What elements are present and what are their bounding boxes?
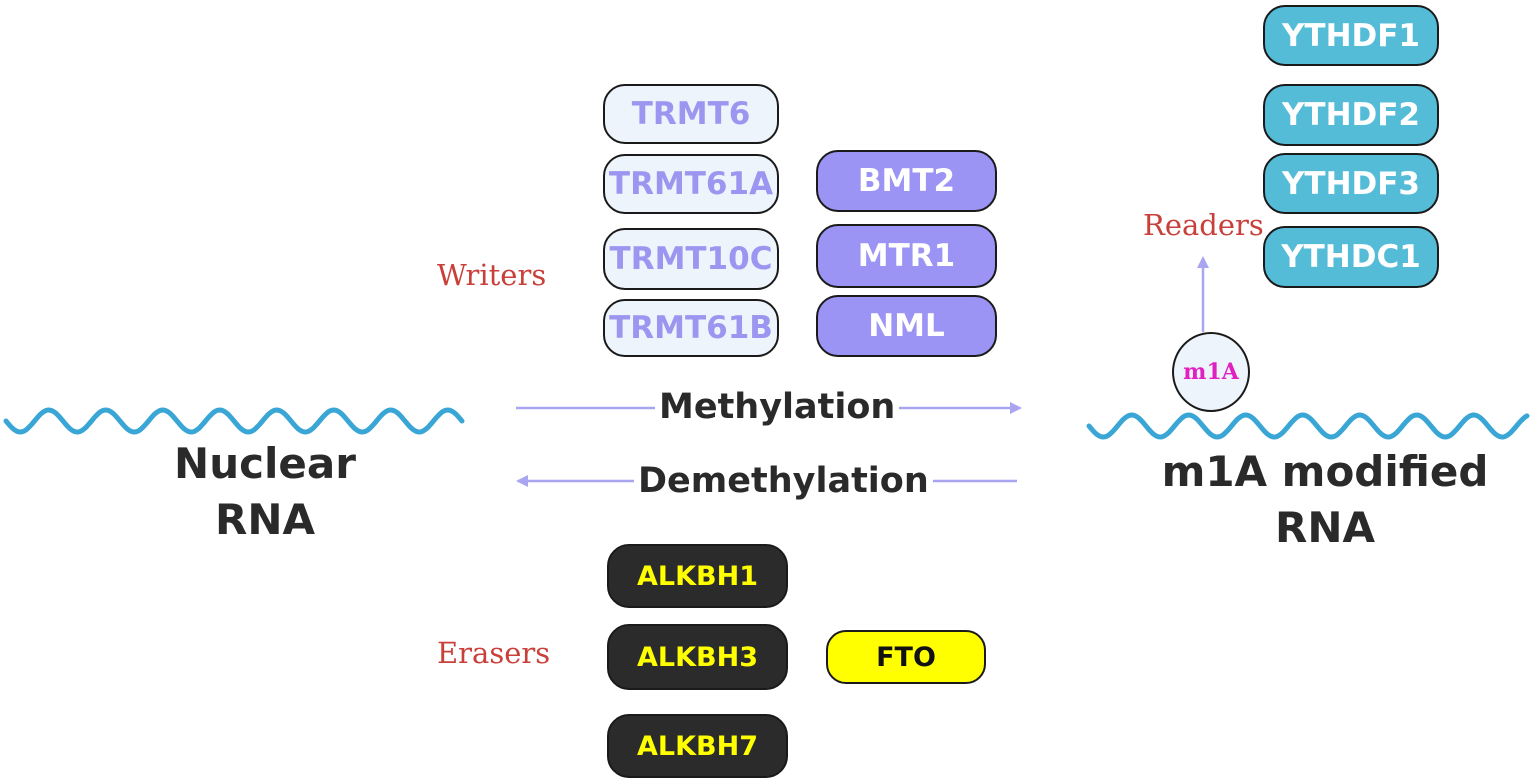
nuclear-rna-line2: RNA xyxy=(215,495,315,544)
readers-category-label: Readers xyxy=(1143,208,1264,242)
eraser-pill: ALKBH3 xyxy=(607,624,788,690)
writers-category-label: Writers xyxy=(437,258,547,292)
erasers-category-label: Erasers xyxy=(437,636,551,670)
writer-pill: TRMT10C xyxy=(603,228,779,290)
writer-pill: NML xyxy=(816,295,997,357)
writer-pill: TRMT61A xyxy=(603,154,779,214)
m1a-mark: m1A xyxy=(1172,332,1250,412)
nuclear-rna-wave xyxy=(3,407,465,435)
reader-pill: YTHDC1 xyxy=(1263,226,1439,288)
modified-rna-wave xyxy=(1086,412,1530,440)
writer-pill: TRMT6 xyxy=(603,84,779,144)
reader-pill: YTHDF3 xyxy=(1263,153,1439,214)
writer-pill: TRMT61B xyxy=(603,299,779,357)
writer-pill: MTR1 xyxy=(816,224,997,288)
reader-pill: YTHDF1 xyxy=(1263,5,1439,66)
demethylation-label: Demethylation xyxy=(634,461,933,501)
eraser-pill: ALKBH1 xyxy=(607,544,788,608)
writer-pill: BMT2 xyxy=(816,150,997,212)
eraser-pill: ALKBH7 xyxy=(607,714,788,778)
reader-pill: YTHDF2 xyxy=(1263,84,1439,146)
nuclear-rna-line1: Nuclear xyxy=(174,439,356,488)
modified-rna-line2: RNA xyxy=(1275,503,1375,552)
methylation-label: Methylation xyxy=(655,387,900,427)
modified-rna-label: m1A modified RNA xyxy=(1140,444,1510,556)
eraser-pill-fto: FTO xyxy=(826,630,986,684)
nuclear-rna-label: Nuclear RNA xyxy=(130,436,400,548)
modified-rna-line1: m1A modified xyxy=(1161,447,1489,496)
